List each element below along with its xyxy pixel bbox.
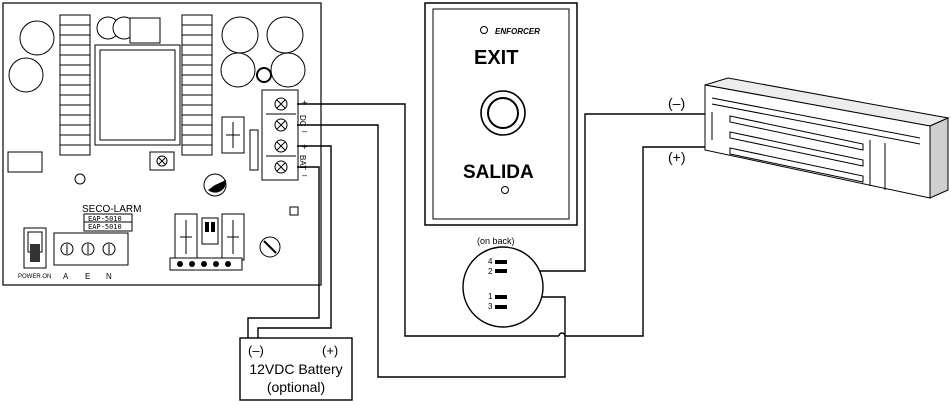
battery: (–) (+) 12VDC Battery (optional) (239, 337, 353, 401)
exit-brand: ENFORCER (495, 27, 540, 36)
transformer (94, 44, 181, 146)
battery-negative-label: (–) (248, 343, 264, 358)
wiring (247, 103, 705, 378)
dip-switch (201, 217, 219, 245)
dc-plus-mark: + (302, 98, 307, 108)
capacitor (220, 52, 256, 88)
led (256, 67, 272, 83)
board-model-2: EAP-5010 (88, 223, 122, 231)
maglock-negative-label: (–) (668, 95, 685, 111)
fuse (249, 129, 259, 171)
capacitor (266, 16, 304, 54)
exit-button-back: 4 2 1 3 (462, 246, 544, 328)
ac-terminal-n: N (106, 272, 112, 281)
ac-terminal-a: A (63, 272, 69, 281)
pin-2: 2 (488, 267, 493, 276)
wire-dc-positive (297, 103, 559, 337)
battery-title: 12VDC Battery (249, 361, 342, 377)
power-switch-label: POWER ON (18, 274, 51, 280)
capacitor (19, 20, 55, 56)
wire-to-maglock-negative (497, 113, 705, 272)
capacitor (8, 57, 44, 93)
wire-dc-negative (297, 124, 566, 378)
on-back-label: (on back) (477, 236, 515, 246)
battery-positive-label: (+) (322, 343, 338, 358)
bat-plus-mark: + (302, 142, 307, 152)
salida-led (501, 186, 509, 194)
pin-4: 4 (488, 257, 493, 266)
led (74, 173, 86, 185)
bat-minus-mark: – (302, 170, 307, 180)
pin-3: 3 (488, 302, 493, 311)
battery-optional: (optional) (267, 379, 325, 395)
board-model-1: EAP-5010 (88, 215, 122, 223)
board-brand: SECO-LARM (82, 204, 141, 215)
exit-label: EXIT (474, 47, 518, 69)
component (129, 17, 161, 44)
exit-button-plate: ENFORCER EXIT SALIDA (424, 2, 578, 226)
salida-label: SALIDA (463, 162, 534, 183)
ac-terminal-e: E (85, 272, 90, 281)
capacitor (270, 52, 306, 88)
maglock-positive-label: (+) (668, 149, 686, 165)
pin-1: 1 (488, 292, 493, 301)
wire-bat-positive (257, 145, 332, 338)
capacitor (221, 16, 259, 54)
component (7, 151, 43, 173)
wire-to-maglock-positive (565, 146, 705, 337)
wire-bat-negative (247, 166, 320, 338)
magnetic-lock (704, 77, 950, 199)
heatsink-left (59, 14, 91, 156)
heatsink-right (181, 14, 213, 156)
dc-label: DC (298, 115, 307, 127)
exit-led (480, 26, 488, 34)
output-terminal-block (261, 89, 299, 181)
power-supply-board: + DC – + BAT – SECO-LARM EAP-5010 EAP-50… (2, 2, 322, 286)
dc-minus-mark: – (302, 126, 307, 136)
bat-label: BAT (298, 155, 307, 170)
